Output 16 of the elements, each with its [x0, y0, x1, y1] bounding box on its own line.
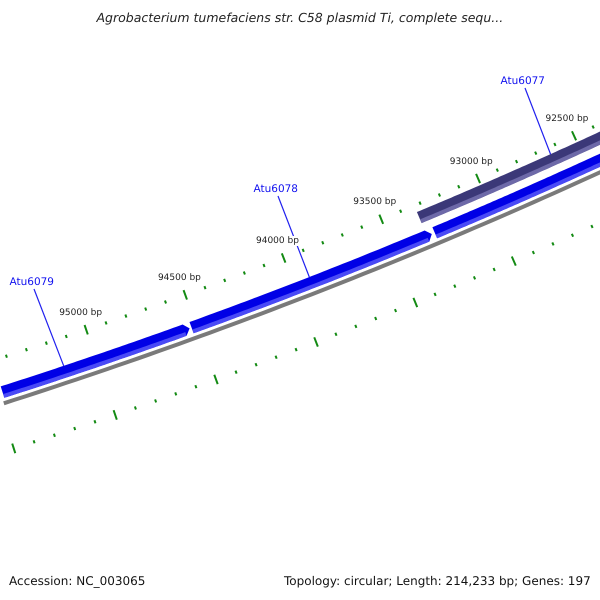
- accession-text: Accession: NC_003065: [9, 574, 146, 588]
- leader-line: [277, 196, 310, 278]
- scale-label: 93000 bp: [450, 156, 493, 167]
- scale-label: 93500 bp: [353, 197, 396, 208]
- gene-arc: [0, 324, 190, 398]
- leader-line: [33, 288, 64, 366]
- leader-line: [524, 88, 552, 154]
- gene-label: Atu6079: [10, 276, 54, 288]
- scale-label: 94500 bp: [158, 272, 201, 283]
- scale-label: 94000 bp: [256, 236, 299, 246]
- summary-text: Topology: circular; Length: 214,233 bp; Genes: 197: [284, 574, 591, 588]
- gene-label: Atu6077: [500, 75, 545, 87]
- gene-label: Atu6078: [254, 183, 298, 195]
- gene-arc: [190, 230, 432, 334]
- scale-label: 92500 bp: [545, 114, 588, 124]
- title: Agrobacterium tumefaciens str. C58 plasmid Ti, complete sequ...: [96, 10, 504, 25]
